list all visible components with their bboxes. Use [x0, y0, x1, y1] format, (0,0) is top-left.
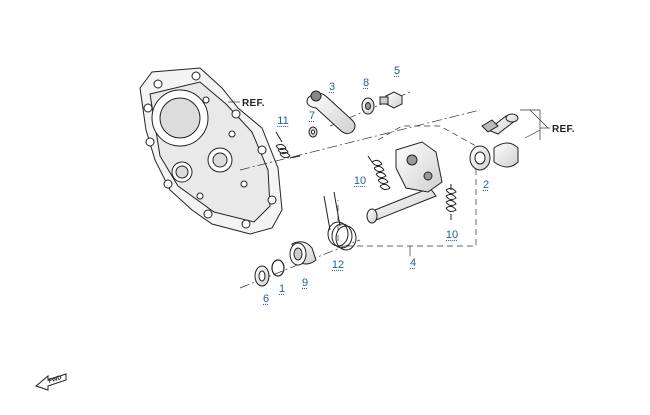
callout-part-10-right[interactable]: 10 [445, 229, 459, 241]
callout-part-10-left[interactable]: 10 [353, 175, 367, 187]
part-5-bolt [379, 91, 403, 109]
part-1-circlip [271, 259, 285, 277]
part-9-bushing [289, 241, 317, 266]
part-12-torsion-spring [323, 191, 357, 251]
upper-shaft [481, 113, 519, 135]
callout-part-4[interactable]: 4 [409, 257, 417, 269]
callout-part-6[interactable]: 6 [262, 293, 270, 305]
part-3-arm [306, 90, 356, 135]
part-8-collar [361, 97, 375, 115]
forward-label: FWD [48, 375, 63, 385]
part-2-bearing [469, 142, 519, 171]
forward-direction-arrow: FWD [34, 373, 67, 391]
gear-cover-housing [139, 67, 283, 235]
callout-part-2[interactable]: 2 [482, 179, 490, 191]
part-10-spring-left [367, 155, 391, 191]
part-6-washer [254, 265, 270, 287]
callout-part-7[interactable]: 7 [308, 110, 316, 122]
callout-part-12[interactable]: 12 [331, 259, 345, 271]
callout-part-3[interactable]: 3 [328, 81, 336, 93]
callout-part-9[interactable]: 9 [301, 277, 309, 289]
part-4-shift-shaft [366, 141, 443, 224]
part-11-spring [275, 131, 301, 159]
callout-part-11[interactable]: 11 [277, 115, 289, 127]
reference-label-housing: REF. [242, 98, 265, 109]
callout-part-5[interactable]: 5 [393, 65, 401, 77]
callout-part-8[interactable]: 8 [362, 77, 370, 89]
reference-label-shaft: REF. [552, 124, 575, 135]
callout-part-1[interactable]: 1 [278, 283, 286, 295]
part-10-spring-right [445, 184, 457, 220]
part-7-washer [308, 126, 318, 138]
